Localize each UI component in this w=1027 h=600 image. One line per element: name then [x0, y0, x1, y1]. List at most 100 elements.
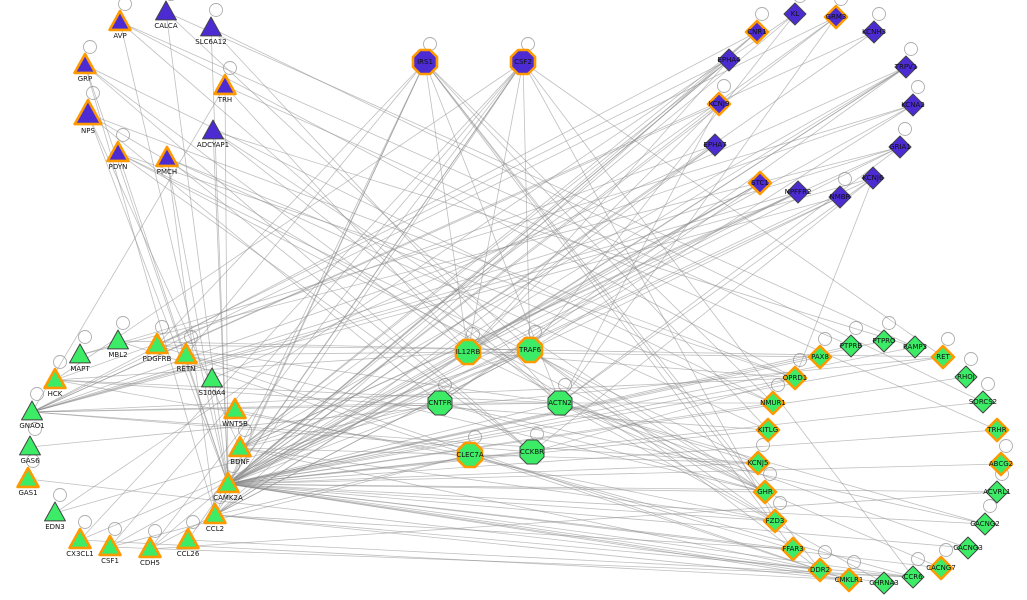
graph-edge	[212, 130, 229, 485]
graph-node[interactable]	[516, 336, 544, 364]
graph-node[interactable]	[44, 501, 66, 522]
graph-node[interactable]	[872, 571, 896, 595]
graph-node[interactable]	[901, 93, 925, 117]
graph-node[interactable]	[216, 471, 240, 494]
graph-node[interactable]	[872, 329, 896, 353]
self-loop-edge	[148, 524, 162, 538]
graph-node[interactable]	[755, 417, 781, 443]
graph-node[interactable]	[747, 170, 773, 196]
graph-node[interactable]	[861, 166, 885, 190]
graph-node[interactable]	[228, 435, 252, 458]
graph-node[interactable]	[68, 527, 92, 550]
graph-node[interactable]	[456, 441, 484, 469]
graph-node[interactable]	[145, 332, 169, 355]
graph-node[interactable]	[782, 365, 808, 391]
self-loop-edge	[898, 122, 912, 136]
graph-node[interactable]	[836, 567, 862, 593]
graph-node[interactable]	[73, 52, 97, 75]
node-label: CCL2	[206, 525, 224, 533]
graph-node[interactable]	[985, 480, 1009, 504]
graph-node[interactable]	[780, 536, 806, 562]
graph-node[interactable]	[783, 2, 807, 26]
node-label: CX3CL1	[66, 550, 93, 558]
graph-node[interactable]	[174, 342, 198, 365]
node-label: GAS6	[20, 457, 40, 465]
graph-node[interactable]	[745, 450, 771, 476]
graph-edge	[469, 454, 914, 578]
graph-node[interactable]	[69, 343, 91, 364]
graph-edge	[87, 113, 229, 485]
graph-node[interactable]	[954, 365, 978, 389]
self-loop-edge	[186, 515, 200, 529]
graph-node[interactable]	[202, 119, 224, 140]
graph-node[interactable]	[862, 20, 886, 44]
graph-edge	[559, 16, 837, 404]
graph-node[interactable]	[984, 417, 1010, 443]
graph-node[interactable]	[454, 338, 482, 366]
graph-node[interactable]	[760, 390, 786, 416]
graph-node[interactable]	[21, 400, 43, 421]
graph-edge	[529, 196, 841, 351]
graph-node[interactable]	[930, 344, 956, 370]
graph-node[interactable]	[106, 140, 130, 163]
graph-edge	[227, 483, 766, 493]
graph-node[interactable]	[43, 367, 67, 390]
graph-node[interactable]	[839, 334, 863, 358]
node-label: CALCA	[154, 22, 177, 30]
graph-node[interactable]	[19, 435, 41, 456]
graph-node[interactable]	[703, 133, 727, 157]
graph-edge	[31, 411, 759, 464]
graph-node[interactable]	[73, 98, 103, 126]
self-loop-edge	[773, 496, 787, 510]
graph-node[interactable]	[752, 479, 778, 505]
graph-edge	[214, 144, 716, 516]
graph-node[interactable]	[888, 135, 912, 159]
graph-node[interactable]	[894, 55, 918, 79]
graph-node[interactable]	[509, 48, 537, 76]
graph-node[interactable]	[828, 185, 852, 209]
graph-node[interactable]	[973, 512, 997, 536]
graph-node[interactable]	[223, 397, 247, 420]
graph-node[interactable]	[717, 48, 741, 72]
graph-node[interactable]	[155, 0, 177, 21]
graph-node[interactable]	[519, 439, 545, 465]
graph-node[interactable]	[762, 508, 788, 534]
graph-node[interactable]	[213, 73, 237, 96]
graph-node[interactable]	[155, 145, 179, 168]
graph-node[interactable]	[823, 4, 849, 30]
graph-edge	[212, 130, 561, 404]
graph-node[interactable]	[201, 367, 223, 388]
graph-node[interactable]	[107, 329, 129, 350]
graph-node[interactable]	[971, 390, 995, 414]
graph-edge	[227, 104, 914, 485]
graph-node[interactable]	[901, 565, 925, 589]
self-loop-edge	[26, 454, 40, 468]
graph-node[interactable]	[807, 557, 833, 583]
self-loop-edge	[108, 522, 122, 536]
graph-edge	[531, 377, 796, 453]
graph-node[interactable]	[16, 466, 40, 489]
graph-node[interactable]	[807, 344, 833, 370]
graph-node[interactable]	[427, 390, 453, 416]
graph-node[interactable]	[706, 91, 732, 117]
graph-node[interactable]	[786, 180, 810, 204]
graph-edge	[522, 61, 914, 578]
graph-node[interactable]	[108, 9, 132, 32]
graph-node[interactable]	[988, 451, 1014, 477]
graph-edge	[227, 31, 875, 485]
graph-node[interactable]	[200, 16, 222, 37]
graph-edge	[166, 157, 229, 485]
graph-node[interactable]	[176, 527, 200, 550]
graph-node[interactable]	[928, 555, 954, 581]
graph-node[interactable]	[547, 390, 573, 416]
graph-node[interactable]	[956, 536, 980, 560]
graph-edge	[166, 157, 216, 516]
graph-node[interactable]	[203, 502, 227, 525]
graph-node[interactable]	[744, 19, 770, 45]
graph-node[interactable]	[903, 335, 927, 359]
self-loop-edge	[834, 0, 848, 6]
graph-node[interactable]	[138, 536, 162, 559]
graph-node[interactable]	[98, 534, 122, 557]
graph-node[interactable]	[411, 48, 439, 76]
